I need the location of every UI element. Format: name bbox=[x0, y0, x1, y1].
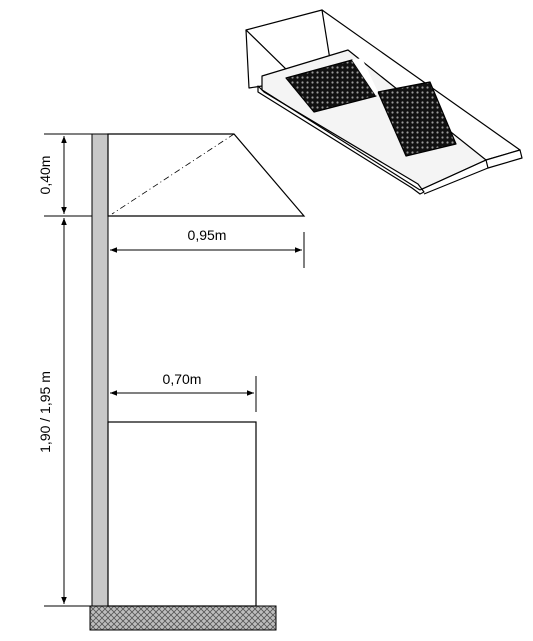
dimension-hood-depth bbox=[110, 232, 305, 268]
label-hood-depth: 0,95m bbox=[188, 227, 227, 243]
dimension-mounting-height bbox=[44, 218, 90, 607]
floor-hatch bbox=[89, 605, 277, 631]
hood-side-profile bbox=[107, 133, 306, 217]
hood-isometric-illustration bbox=[245, 9, 523, 195]
counter-block bbox=[107, 421, 257, 607]
filter-mesh-right bbox=[377, 81, 457, 157]
dimension-hood-height bbox=[44, 133, 92, 217]
label-mounting-height: 1,90 / 1,95 m bbox=[37, 371, 53, 453]
dimension-counter-depth bbox=[110, 376, 257, 412]
label-counter-depth: 0,70m bbox=[163, 371, 202, 387]
label-hood-height: 0,40m bbox=[37, 156, 53, 195]
wall bbox=[91, 133, 109, 607]
